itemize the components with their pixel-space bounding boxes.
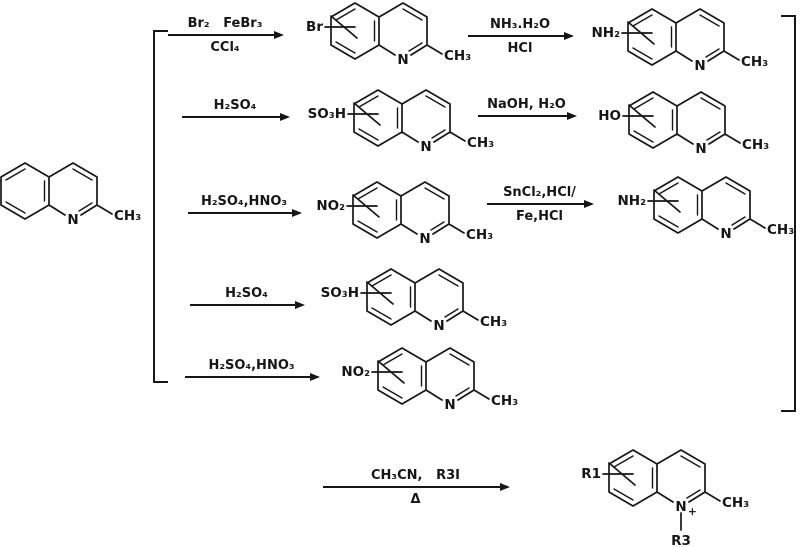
arrow-shaft [468,32,574,40]
arrow-sulfonation-2: H₂SO₄ [190,282,305,312]
arrow-bromination: Br₂ FeBr₃ CCl₄ [168,12,284,55]
molecule-2-methylquinoline: N CH₃ [0,162,141,228]
reagents-above: SnCl₂,HCl/ [503,185,576,200]
methyl-label: CH₃ [741,54,768,70]
arrow-nitration: H₂SO₄,HNO₃ [188,190,302,220]
arrow-shaft [487,200,594,208]
arrow-hydrolysis: NaOH, H₂O [478,93,577,123]
substituent-label: NH₂ [591,25,620,41]
arrowhead-icon [564,32,574,40]
reagents-above: Br₂ FeBr₃ [187,16,263,31]
substituent-bond [346,194,380,218]
substituent-label: SO₃H [321,285,359,301]
arrow-shaft [188,209,302,217]
substituent-bond [360,281,394,305]
methyl-label: CH₃ [114,208,141,224]
substituent-bond [371,360,405,384]
substituent-label: R1 [581,466,601,482]
substituent-label: HO [598,108,621,124]
molecule-nitro-2-methylquinoline-2: NO₂ N CH₃ [341,347,518,413]
substituent-bond [647,189,681,213]
molecule-nitro-2-methylquinoline: NO₂ N CH₃ [316,181,493,247]
substituent-bond [324,15,358,39]
substituent-label: NO₂ [316,198,345,214]
arrowhead-icon [295,301,305,309]
methyl-label: CH₃ [742,137,769,153]
substituent-label: NH₂ [617,193,646,209]
molecule-amino-2-methylquinoline: NH₂ N CH₃ [591,8,768,74]
positive-charge-label: + [688,506,697,518]
molecule-amino-2-methylquinoline-2: NH₂ N CH₃ [617,176,794,242]
ring-nitrogen-label: N [67,212,78,228]
arrow-shaft [478,112,577,120]
arrow-amination: NH₃.H₂O HCl [468,13,574,56]
arrowhead-icon [567,112,577,120]
substituent-label: NO₂ [341,364,370,380]
reagents-above: NH₃.H₂O [489,17,551,32]
ring-nitrogen-label: N [420,139,431,155]
ring-nitrogen-label: N [433,318,444,334]
reagents-above: H₂SO₄,HNO₃ [208,358,295,373]
substituent-label: Br [306,19,323,35]
arrow-reduction: SnCl₂,HCl/ Fe,HCl [487,181,594,224]
right-bracket [781,15,796,412]
molecule-hydroxy-2-methylquinoline: HO N CH₃ [598,91,769,157]
molecule-sulfo-2-methylquinoline: SO₃H N CH₃ [308,89,494,155]
methyl-label: CH₃ [467,135,494,151]
ring-nitrogen-label: N [720,226,731,242]
arrow-quaternization: CH₃CN, R3I Δ [323,464,510,507]
ring-nitrogen-label: N [694,58,705,74]
arrowhead-icon [274,31,284,39]
methyl-label: CH₃ [466,227,493,243]
arrowhead-icon [500,483,510,491]
substituent-bond [347,102,381,126]
heat-symbol: Δ [410,492,421,507]
arrow-nitration-2: H₂SO₄,HNO₃ [185,354,320,384]
left-bracket [153,30,168,383]
reagents-above: H₂SO₄ [213,98,257,113]
substituent-bond [621,21,655,45]
arrow-shaft [190,301,305,309]
methyl-label: CH₃ [480,314,507,330]
reagents-below: CCl₄ [210,40,240,55]
substituent-label: SO₃H [308,106,346,122]
methyl-label: CH₃ [722,495,749,511]
ring-nitrogen-label: N [695,141,706,157]
reagents-above: NaOH, H₂O [487,97,566,112]
reagents-below: Fe,HCl [516,209,563,224]
molecule-quinolinium-product: R1 N + CH₃ R3 [581,449,749,547]
molecule-sulfo-2-methylquinoline-2: SO₃H N CH₃ [321,268,507,334]
arrowhead-icon [310,373,320,381]
methyl-label: CH₃ [491,393,518,409]
arrow-shaft [182,113,290,121]
reagents-below: HCl [507,41,533,56]
reagents-above: H₂SO₄,HNO₃ [200,194,288,209]
arrowhead-icon [584,200,594,208]
methyl-label: CH₃ [767,222,794,238]
molecule-bromo-2-methylquinoline: Br N CH₃ [306,2,471,68]
quinoline-skeleton [0,162,113,220]
arrow-shaft [185,373,320,381]
ring-nitrogen-label: N [444,397,455,413]
arrow-shaft [168,31,284,39]
substituent-bond [622,104,656,128]
arrowhead-icon [280,113,290,121]
ring-nitrogen-label: N [419,231,430,247]
substituent-bond [602,462,636,486]
ring-nitrogen-label: N [675,499,686,515]
methyl-label: CH₃ [444,48,471,64]
reagents-above: H₂SO₄ [225,286,268,301]
n-substituent-label: R3 [671,533,691,547]
arrow-sulfonation: H₂SO₄ [182,94,290,124]
reagents-above: CH₃CN, R3I [371,468,460,483]
arrowhead-icon [292,209,302,217]
arrow-shaft [323,483,510,491]
ring-nitrogen-label: N [397,52,408,68]
